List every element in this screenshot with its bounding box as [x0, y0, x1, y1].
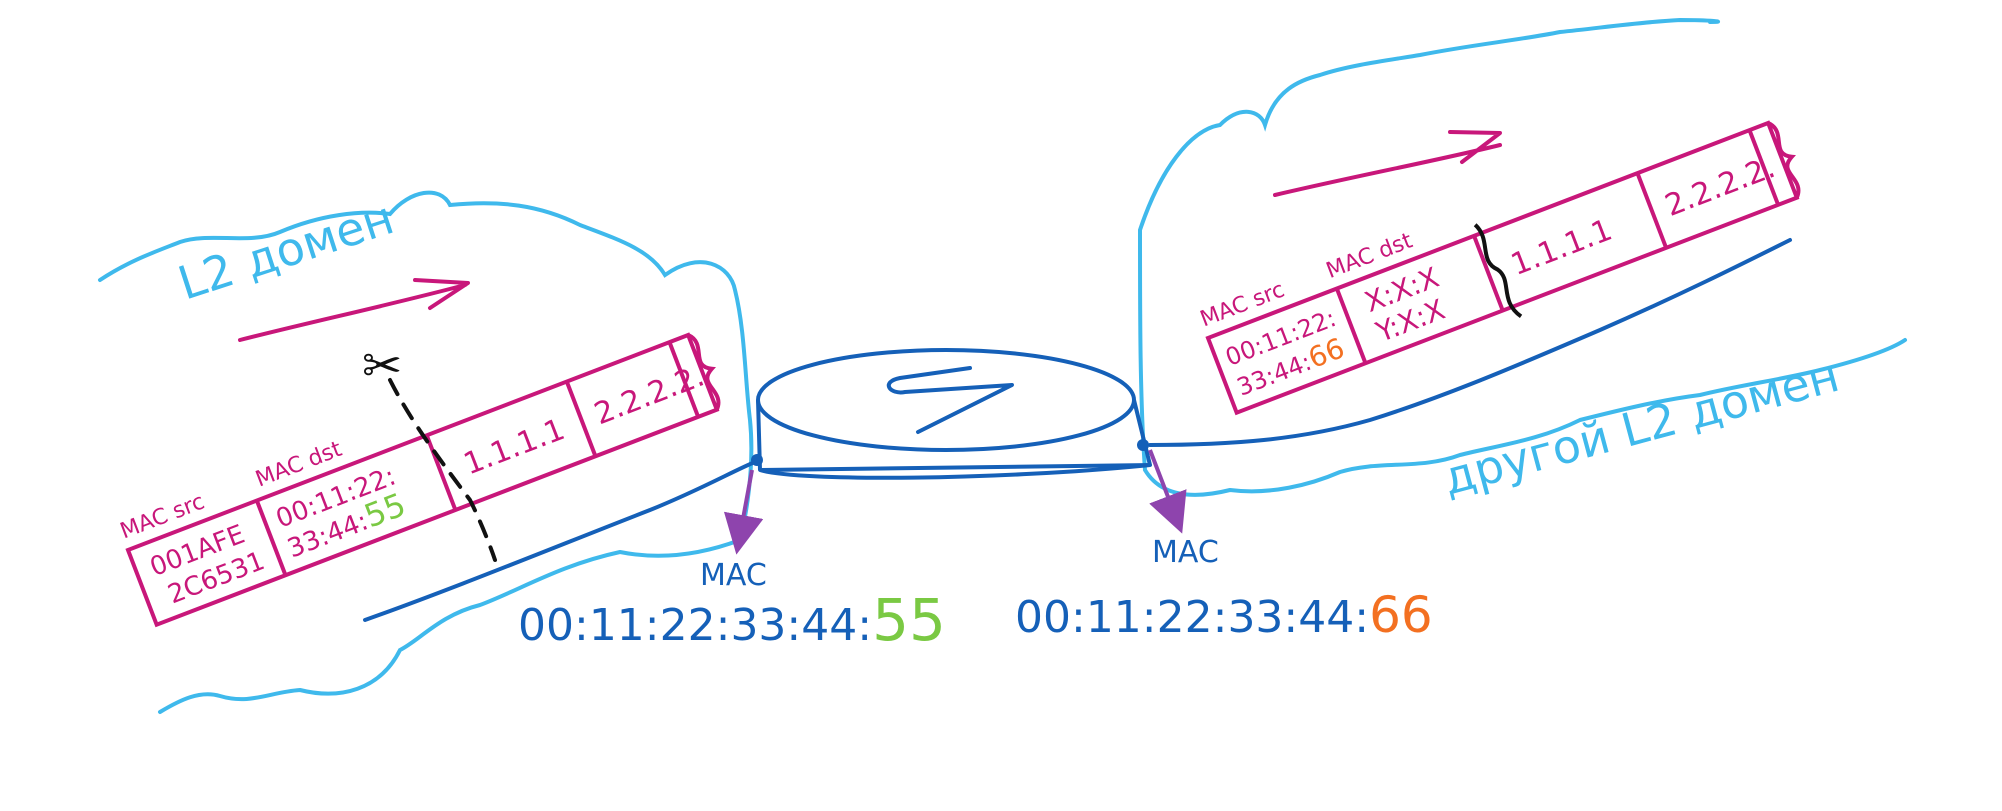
left-router-port	[751, 454, 763, 466]
left-port-arrow	[723, 469, 764, 555]
left-port-mac-address: 00:11:22:33:44:55	[518, 586, 946, 654]
right-domain-cloud	[1137, 17, 1907, 497]
left-port-mac-accent: 55	[872, 586, 946, 654]
right-port-arrow	[1148, 449, 1187, 534]
left-domain-cloud	[98, 190, 754, 714]
right-port-mac-prefix: 00:11:22:33:44:	[1015, 592, 1369, 643]
right-wire	[1148, 238, 1792, 447]
left-direction-arrow	[238, 278, 470, 342]
left-wire	[363, 460, 757, 622]
left-port-mac-label: MAC	[700, 558, 767, 593]
right-port-mac-label: MAC	[1152, 535, 1219, 570]
router-icon	[751, 348, 1152, 480]
right-router-port	[1137, 439, 1149, 451]
left-domain-label: L2 домен	[172, 190, 400, 310]
right-direction-arrow	[1273, 130, 1502, 197]
right-port-mac-address: 00:11:22:33:44:66	[1015, 586, 1433, 644]
cut-line	[388, 378, 497, 562]
right-frame: 00:11:22: 33:44:66 X:X:X Y:X:X 1.1.1.1 2…	[1197, 120, 1801, 416]
left-port-mac-prefix: 00:11:22:33:44:	[518, 600, 872, 651]
right-port-mac-accent: 66	[1369, 586, 1433, 644]
strike-mark	[1473, 223, 1523, 319]
scissors-icon: ✂	[362, 338, 402, 394]
left-frame: 001AFE 2C6531 00:11:22: 33:44:55 1.1.1.1…	[117, 332, 721, 628]
